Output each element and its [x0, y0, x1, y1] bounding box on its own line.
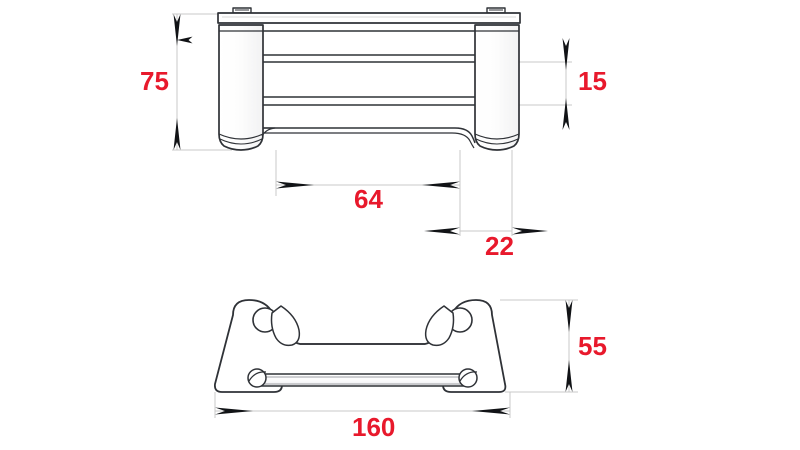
- dimension-label-64: 64: [354, 184, 383, 214]
- dimension-label-15: 15: [578, 66, 607, 96]
- lobe-left: [270, 305, 301, 347]
- dimension-line-160: [215, 407, 510, 415]
- dimension-label-22: 22: [485, 231, 514, 261]
- cross-rollers: [261, 30, 476, 149]
- roller-end-right: [458, 368, 478, 388]
- roller-left: [218, 24, 264, 151]
- roller-bar: [257, 373, 468, 387]
- dimension-lines: [173, 14, 573, 415]
- roller-right: [474, 24, 520, 151]
- dimension-label-160: 160: [352, 412, 396, 442]
- dimension-line-64: [276, 181, 460, 189]
- dimension-line-22: [424, 227, 548, 235]
- dimension-label-75: 75: [140, 66, 169, 96]
- dimension-line-15: [562, 38, 570, 130]
- roller-end-left: [247, 368, 267, 388]
- dimension-line-75: [173, 14, 193, 150]
- dimension-line-55: [565, 300, 573, 392]
- top-plate: [217, 12, 521, 24]
- top-tab-left: [232, 7, 252, 14]
- top-view: [213, 299, 507, 393]
- lobe-right: [424, 305, 455, 347]
- dimension-label-55: 55: [578, 331, 607, 361]
- front-view: [217, 7, 521, 151]
